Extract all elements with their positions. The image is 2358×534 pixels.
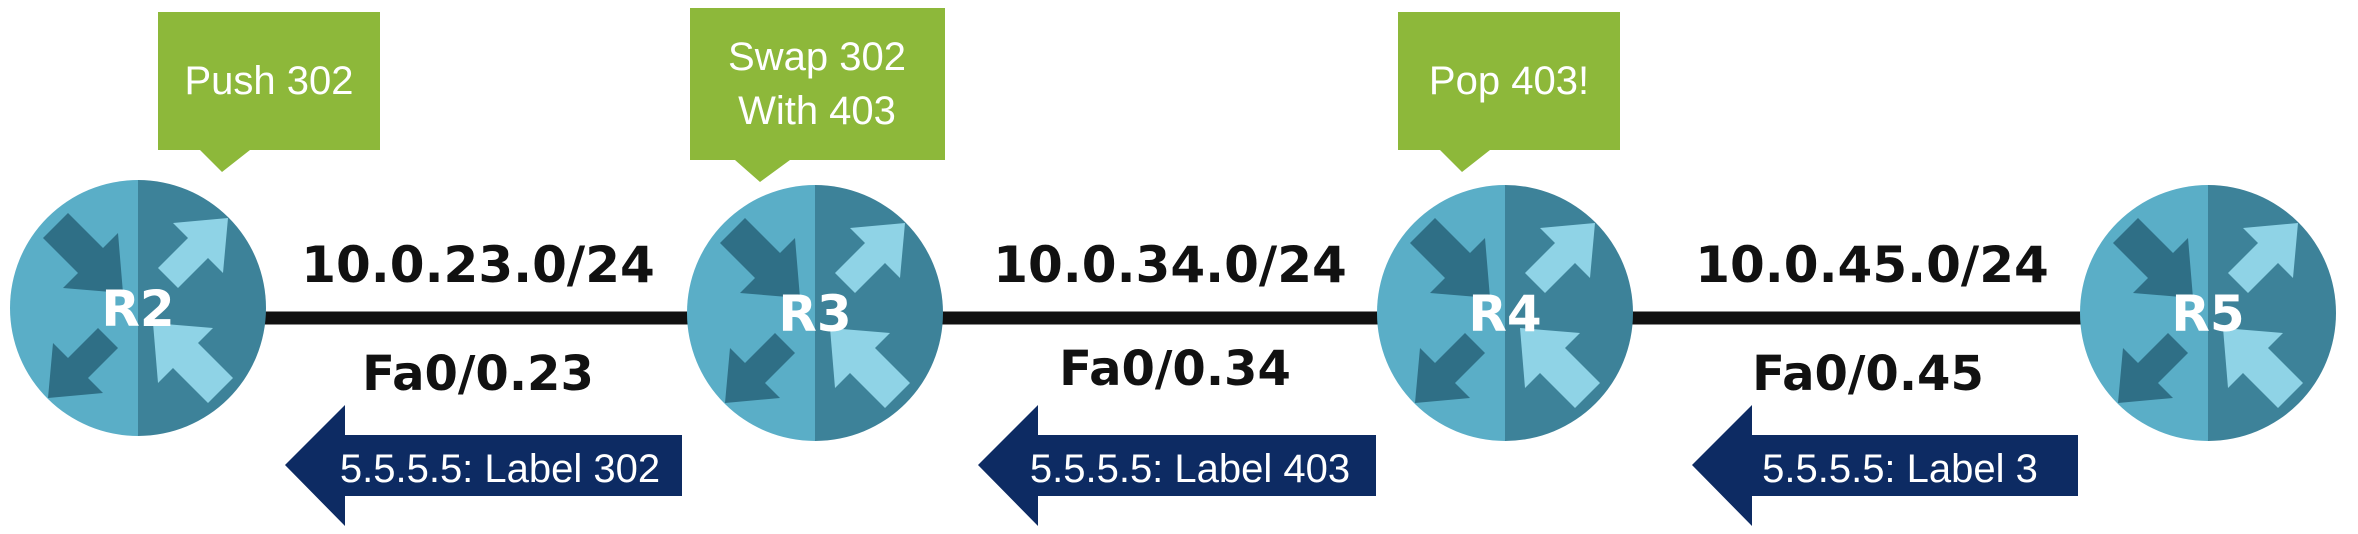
router-r2[interactable]: R2 [8,178,268,438]
label-arrow-text: 5.5.5.5: Label 302 [340,447,660,491]
router-r3[interactable]: R3 [685,183,945,443]
callout-r4: Pop 403! [1398,12,1620,172]
callout-text: Pop 403! [1429,59,1589,103]
link-network-label: 10.0.23.0/24 [301,236,655,294]
label-arrow-text: 5.5.5.5: Label 3 [1762,447,2038,491]
label-arrow-text: 5.5.5.5: Label 403 [1030,447,1350,491]
router-label: R5 [2171,285,2244,343]
callout-text: Swap 302 [728,35,906,79]
router-label: R2 [101,280,174,338]
router-label: R4 [1468,285,1541,343]
link-network-label: 10.0.45.0/24 [1695,236,2049,294]
link-interface-label: Fa0/0.34 [1059,341,1291,397]
callout-r2: Push 302 [158,12,380,172]
link-interface-label: Fa0/0.23 [362,346,594,402]
label-arrow-r5-to-r4: 5.5.5.5: Label 3 [1692,405,2078,526]
callout-text: With 403 [738,89,896,133]
link-network-label: 10.0.34.0/24 [993,236,1347,294]
callout-text: Push 302 [184,59,353,103]
callout-r3: Swap 302 With 403 [690,8,945,182]
router-label: R3 [778,285,851,343]
router-r4[interactable]: R4 [1375,183,1635,443]
label-arrow-r4-to-r3: 5.5.5.5: Label 403 [978,405,1376,526]
label-arrow-r3-to-r2: 5.5.5.5: Label 302 [285,405,682,526]
router-r5[interactable]: R5 [2078,183,2338,443]
link-interface-label: Fa0/0.45 [1752,346,1984,402]
